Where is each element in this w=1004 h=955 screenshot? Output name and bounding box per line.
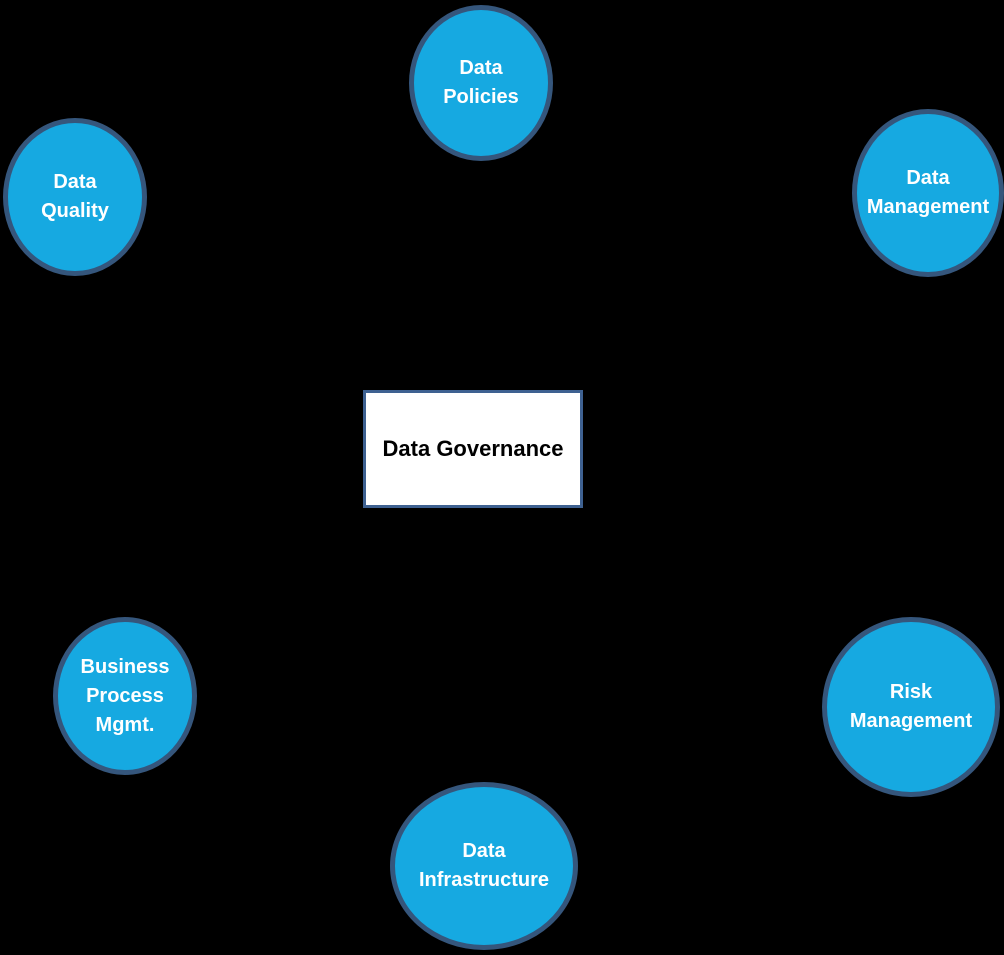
node-label: Data Infrastructure <box>418 840 550 891</box>
node-label: Data Policies <box>443 57 519 108</box>
center-node-data-governance: Data Governance <box>363 390 583 508</box>
center-node-label: Data Governance <box>382 436 564 461</box>
node-data-policies: Data Policies <box>409 5 553 161</box>
node-data-infrastructure: Data Infrastructure <box>390 782 578 950</box>
node-data-management: Data Management <box>852 109 1004 277</box>
node-label: Risk Management <box>849 681 973 732</box>
node-label: Business Process Mgmt. <box>80 655 170 736</box>
node-label: Data Quality <box>41 171 109 222</box>
node-business-process-mgmt: Business Process Mgmt. <box>53 617 197 775</box>
node-risk-management: Risk Management <box>822 617 1000 797</box>
node-label: Data Management <box>866 167 990 218</box>
node-data-quality: Data Quality <box>3 118 147 276</box>
